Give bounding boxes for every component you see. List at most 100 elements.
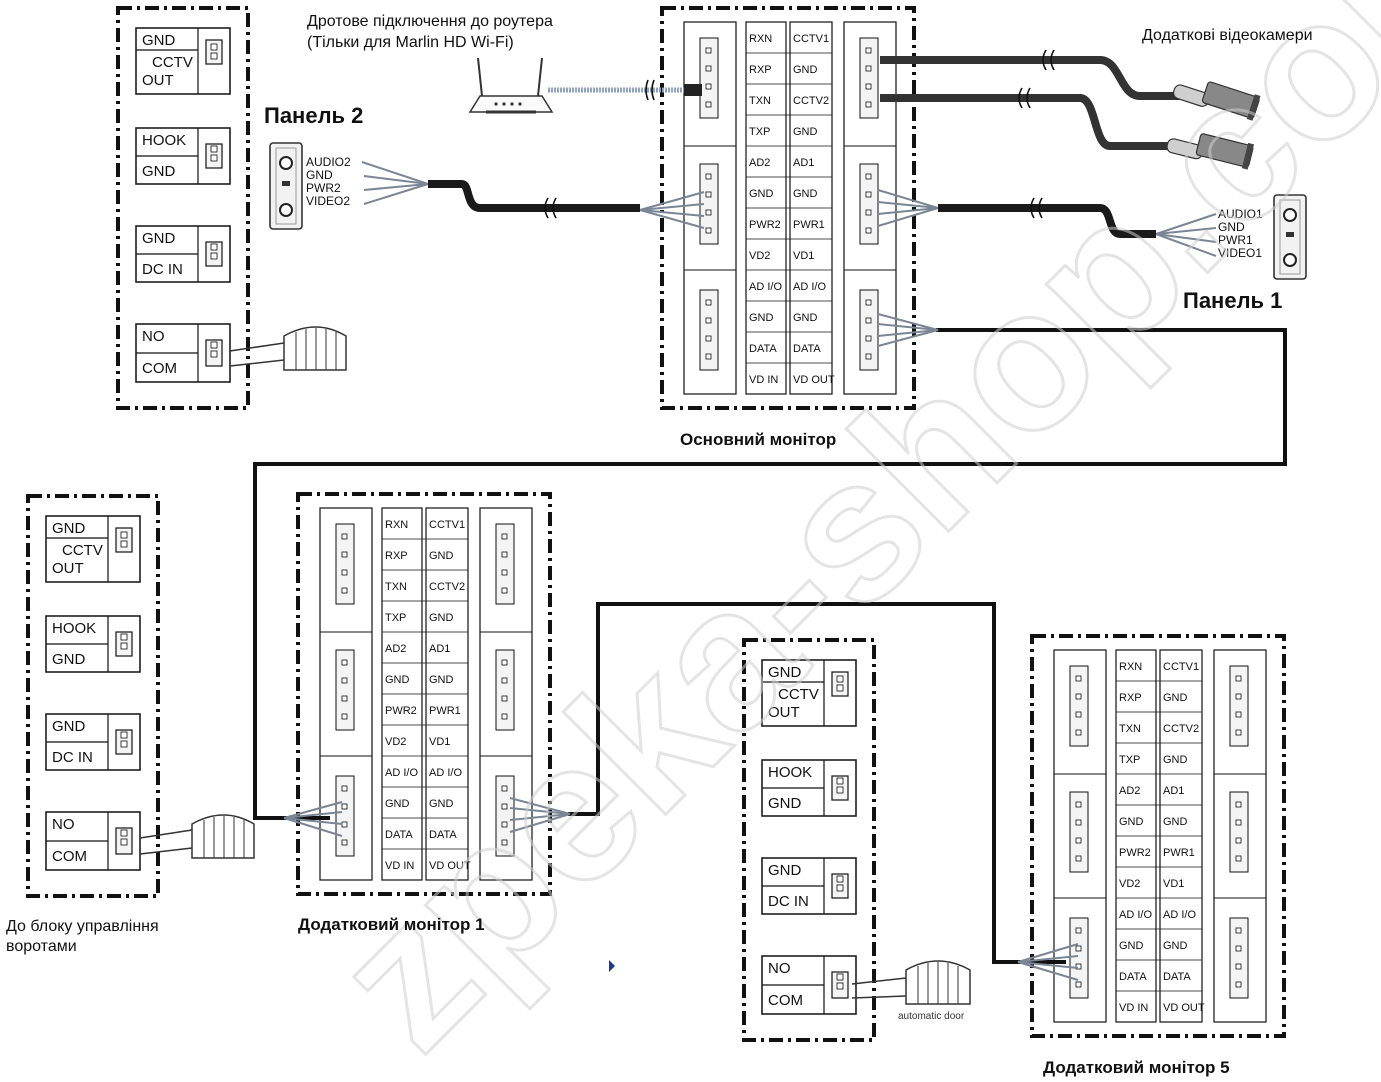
extra5-side-pin: GND — [768, 862, 802, 879]
connector-pin — [1075, 675, 1082, 682]
extra1-pin-left: AD2 — [385, 643, 406, 655]
gate-lock-device — [229, 326, 347, 371]
extra5-pin-left: PWR2 — [1119, 847, 1151, 859]
connector-pin — [1235, 981, 1242, 988]
main-side-pin: HOOK — [142, 132, 186, 149]
automatic-door-device — [851, 960, 971, 1005]
connector-pin — [865, 83, 872, 90]
extra1-pin-left: TXP — [385, 612, 406, 624]
main-side-pin: GND — [142, 32, 176, 49]
camera-icon-2 — [1166, 133, 1254, 170]
connector-pin — [341, 569, 348, 576]
extra1-pin-right: PWR1 — [429, 705, 461, 717]
connector-pin — [341, 659, 348, 666]
extra5-pin-right: GND — [1163, 754, 1188, 766]
extra5-pin-right: AD1 — [1163, 785, 1184, 797]
panel2-pin: VIDEO2 — [306, 194, 350, 208]
extra5-pin-left: RXN — [1119, 661, 1142, 673]
extra5-pin-right: VD OUT — [1163, 1002, 1205, 1014]
main-monitor-caption: Основний монітор — [680, 430, 837, 449]
connector-pin — [501, 803, 508, 810]
connector-pin — [865, 227, 872, 234]
camera-icon-1 — [1172, 81, 1261, 121]
main-side-pin-out: OUT — [142, 72, 174, 89]
terminal-pin — [210, 252, 218, 260]
connector-pin — [501, 785, 508, 792]
panel1-caption: Панель 1 — [1183, 288, 1283, 313]
main-pin-right: GND — [793, 312, 818, 324]
connector-pin — [865, 101, 872, 108]
extra1-side-pin: NO — [52, 816, 75, 833]
terminal-pin — [210, 350, 218, 358]
extra1-pin-right: VD OUT — [429, 860, 471, 872]
panel2-pin: AUDIO2 — [306, 155, 351, 169]
main-pin-left: DATA — [749, 343, 777, 355]
main-pin-right: VD OUT — [793, 374, 835, 386]
connector-pin — [1235, 927, 1242, 934]
extra1-pin-left: PWR2 — [385, 705, 417, 717]
extra5-pin-right: GND — [1163, 692, 1188, 704]
extra-monitor-1-caption: Додатковий монітор 1 — [298, 915, 485, 934]
connector-pin — [1235, 693, 1242, 700]
terminal-pin — [210, 145, 218, 153]
connector-pin — [705, 317, 712, 324]
connector-pin — [501, 533, 508, 540]
main-side-pin: DC IN — [142, 261, 183, 278]
extra1-pin-right: CCTV1 — [429, 519, 465, 531]
extra1-pin-right: GND — [429, 674, 454, 686]
connector-pin — [501, 839, 508, 846]
panel2-pin: GND — [306, 168, 333, 182]
connector-pin — [341, 695, 348, 702]
connector-pin — [705, 47, 712, 54]
extra1-pin-right: VD1 — [429, 736, 450, 748]
connector-pin — [1075, 945, 1082, 952]
extra1-pin-right: GND — [429, 798, 454, 810]
extra5-pin-right: AD I/O — [1163, 909, 1196, 921]
connector-pin — [1235, 675, 1242, 682]
terminal-pin — [836, 973, 844, 981]
connector-pin — [1235, 711, 1242, 718]
extra5-side-pin: NO — [768, 960, 791, 977]
bus-cable-2 — [568, 602, 1066, 964]
extra1-pin-left: VD IN — [385, 860, 414, 872]
connector-pin — [705, 353, 712, 360]
extra1-side-pin: HOOK — [52, 620, 96, 637]
camera2-cable — [880, 94, 1180, 150]
terminal-pin — [210, 243, 218, 251]
main-side-pin: GND — [142, 163, 176, 180]
main-pin-right: AD1 — [793, 157, 814, 169]
router-icon — [468, 57, 702, 114]
connector-pin — [341, 713, 348, 720]
main-pin-left: GND — [749, 312, 774, 324]
connector-pin — [341, 587, 348, 594]
extra5-pin-right: CCTV2 — [1163, 723, 1199, 735]
extra5-pin-left: GND — [1119, 816, 1144, 828]
extra5-side-pin: GND — [768, 795, 802, 812]
connector-pin — [865, 353, 872, 360]
gate-caption-line1: До блоку управління — [6, 918, 159, 935]
main-pin-left: AD I/O — [749, 281, 782, 293]
extra5-side-pin-out: OUT — [768, 704, 800, 721]
connector-pin — [341, 803, 348, 810]
extra5-pin-right: CCTV1 — [1163, 661, 1199, 673]
connector-pin — [1075, 801, 1082, 808]
router-caption-line2: (Тільки для Marlin HD Wi-Fi) — [307, 34, 514, 51]
extra5-side-pin: COM — [768, 992, 803, 1009]
extra1-pin-left: AD I/O — [385, 767, 418, 779]
extra-cameras-caption: Додаткові відеокамери — [1142, 27, 1313, 44]
main-pin-right: PWR1 — [793, 219, 825, 231]
panel2-icon — [269, 142, 303, 230]
pointer-mark — [609, 960, 615, 972]
main-pin-left: VD IN — [749, 374, 778, 386]
main-pin-right: VD1 — [793, 250, 814, 262]
terminal-pin — [836, 675, 844, 683]
panel1-icon — [1273, 194, 1307, 280]
connector-pin — [865, 47, 872, 54]
terminal-pin — [120, 633, 128, 641]
connector-pin — [705, 299, 712, 306]
extra1-pin-right: AD I/O — [429, 767, 462, 779]
extra1-pin-left: TXN — [385, 581, 407, 593]
panel1-pin: PWR1 — [1218, 233, 1253, 247]
main-pin-left: GND — [749, 188, 774, 200]
terminal-pin — [210, 52, 218, 60]
